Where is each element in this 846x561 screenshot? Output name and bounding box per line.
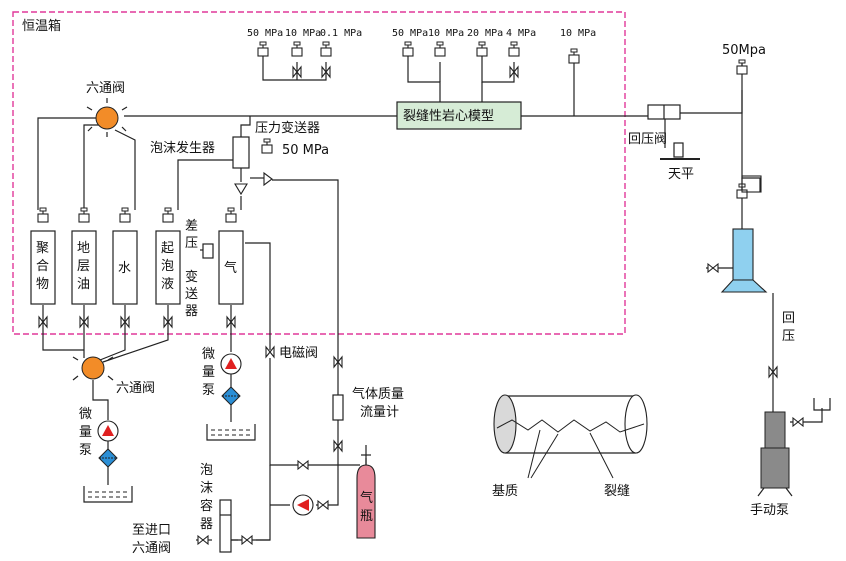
vessel-labels: 聚 合 物 地 层 油 水 起 泡 液 气 (36, 241, 237, 292)
gauge-label-7: 4 MPa (506, 28, 536, 39)
micro-pump-mid (206, 353, 256, 441)
manual-pump-label: 手动泵 (750, 503, 789, 518)
pressure-transmitter-label: 压力变送器 (255, 120, 320, 136)
micro-pump-left-label: 微 量 泵 (79, 407, 92, 458)
balance (660, 142, 700, 160)
flowmeter-label-line-1: 气体质量 (352, 386, 404, 402)
to-inlet-label-1: 至进口 (132, 523, 171, 538)
vessel-1-line-3: 物 (36, 277, 49, 292)
back-pressure-label: 回 压 (782, 311, 795, 344)
gas-flowmeter (332, 394, 344, 421)
vessel-2-line-2: 层 (77, 259, 90, 274)
dp-char-1: 差 (185, 219, 198, 234)
foam-container (219, 499, 232, 553)
gauge-label-4: 50 MPa (392, 28, 428, 39)
six-way-valve-top (86, 98, 128, 137)
diff-pressure-transmitter (202, 243, 214, 259)
dp-char-5: 器 (185, 304, 198, 319)
gauge-labels: 50 MPa 10 MPa 0.1 MPa 50 MPa 10 MPa 20 M… (247, 28, 766, 158)
foam-generator-label: 泡沫发生器 (150, 140, 215, 156)
beaker (813, 398, 831, 411)
pressure-gauges (257, 41, 748, 154)
mpl-char-2: 量 (79, 425, 92, 440)
gauge-label-9: 50Mpa (722, 43, 766, 58)
fc-char-2: 沫 (200, 481, 213, 496)
six-way-valve-bottom (72, 356, 114, 381)
vessel-1-line-1: 聚 (36, 241, 49, 256)
fracture-label: 裂缝 (604, 484, 630, 499)
gas-cylinder (356, 454, 376, 539)
vessels (30, 207, 244, 328)
six-valve-bottom-label: 六通阀 (116, 381, 155, 396)
vessel-foaming-liquid (155, 230, 181, 305)
back-pressure-vessel (720, 228, 768, 293)
gauge-label-1: 50 MPa (247, 28, 283, 39)
fc-char-3: 容 (200, 498, 213, 514)
fc-char-1: 泡 (200, 463, 213, 478)
mpm-char-1: 微 (202, 347, 215, 362)
bp-char-1: 回 (782, 311, 795, 326)
vessel-3-line-1: 水 (118, 261, 131, 276)
vessel-5-line-1: 气 (224, 260, 237, 276)
six-valve-top-label: 六通阀 (86, 81, 125, 96)
pipelines (37, 56, 823, 541)
back-valve-label: 回压阀 (628, 132, 667, 147)
vessel-polymer (30, 230, 56, 305)
micro-pump-mid-label: 微 量 泵 (202, 347, 215, 398)
vessel-water (112, 230, 138, 305)
gauge-label-2: 10 MPa (285, 28, 321, 39)
flowmeter-label-line-2: 流量计 (360, 405, 399, 420)
fc-char-4: 器 (200, 517, 213, 532)
vessel-gas (218, 230, 244, 305)
manual-pump (757, 411, 793, 497)
gauge-label-6: 20 MPa (467, 28, 503, 39)
check-valve-down (234, 183, 248, 196)
solenoid-valve-label: 电磁阀 (279, 346, 318, 361)
foam-container-label: 泡 沫 容 器 (200, 463, 213, 532)
foam-generator (232, 136, 250, 169)
vessel-formation-oil (71, 230, 97, 305)
vessel-1-line-2: 合 (36, 259, 49, 274)
dp-char-3: 变 (185, 269, 198, 285)
chamber-label: 恒温箱 (22, 18, 61, 34)
dp-char-2: 压 (185, 236, 198, 251)
check-valve-right (263, 171, 273, 187)
matrix-label: 基质 (492, 484, 518, 499)
balance-label: 天平 (668, 167, 694, 182)
vessel-4-line-3: 液 (161, 277, 174, 292)
dp-char-4: 送 (185, 287, 198, 302)
gauge-valves (292, 66, 519, 78)
model-label: 裂缝性岩心模型 (403, 109, 494, 124)
diff-pressure-label: 差 压 变 送 器 (185, 219, 198, 319)
gas-pump (292, 494, 314, 516)
mpl-char-3: 泵 (79, 443, 92, 458)
vessel-2-line-3: 油 (77, 277, 90, 292)
gas-cylinder-label-2: 瓶 (360, 509, 373, 524)
gauge-label-5: 10 MPa (428, 28, 464, 39)
micro-pump-left (83, 420, 133, 503)
vessel-2-line-1: 地 (77, 241, 90, 256)
thermostat-chamber-border (12, 11, 626, 335)
bp-char-2: 压 (782, 329, 795, 344)
gauge-label-8: 10 MPa (560, 28, 596, 39)
fractured-core-model (396, 101, 522, 130)
mpm-char-3: 泵 (202, 383, 215, 398)
vessel-4-line-1: 起 (161, 241, 174, 256)
pt-gauge-label: 50 MPa (282, 143, 329, 158)
gas-cylinder-label-1: 气 (360, 490, 373, 506)
mpm-char-2: 量 (202, 365, 215, 380)
vessel-4-line-2: 泡 (161, 259, 174, 274)
core-schematic (493, 394, 648, 479)
to-inlet-label-2: 六通阀 (132, 541, 171, 556)
mpl-char-1: 微 (79, 407, 92, 422)
gauge-label-3: 0.1 MPa (320, 28, 362, 39)
